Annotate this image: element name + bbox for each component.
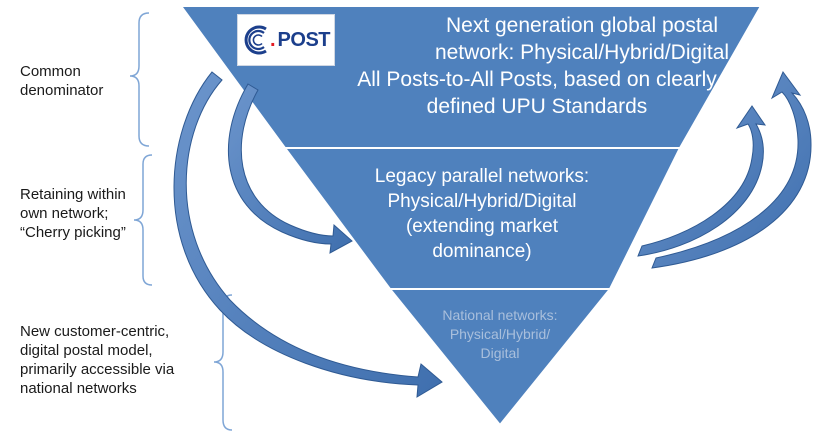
logo-dot: . [269, 28, 276, 51]
label-customer-centric: New customer-centric, digital postal mod… [20, 322, 174, 398]
arrow-left-inner [227, 83, 353, 254]
tier-top-text: Next generation global postal network: P… [272, 12, 802, 120]
label-common-denominator: Common denominator [20, 62, 103, 100]
label-line: New customer-centric, [20, 323, 170, 340]
logo-word: POST [277, 28, 331, 51]
logo-c-swirl-icon [244, 25, 267, 55]
label-line: primarily accessible via [20, 361, 175, 378]
arrow-right-outer [651, 70, 812, 269]
tier-top-line: Next generation global postal [445, 14, 718, 37]
label-line: own network; [20, 205, 109, 222]
label-line: digital postal model, [20, 342, 153, 359]
tier-middle-line: Physical/Hybrid/Digital [387, 191, 577, 212]
arrow-right-inner [637, 105, 767, 257]
post-logo: . POST [237, 14, 335, 66]
tier-bottom-text: National networks: Physical/Hybrid/ Digi… [410, 306, 590, 363]
bracket-retaining [133, 154, 153, 286]
label-retaining: Retaining within own network; “Cherry pi… [20, 185, 126, 242]
tier-top-line: network: Physical/Hybrid/Digital [434, 41, 730, 64]
tier-middle-line: dominance) [432, 241, 532, 262]
tier-top-line: defined UPU Standards [426, 95, 648, 118]
tier-middle-line: Legacy parallel networks: [374, 166, 590, 187]
label-line: denominator [20, 82, 104, 99]
tier-bottom-line: National networks: [442, 307, 558, 323]
label-line: Common [20, 63, 81, 80]
label-line: national networks [20, 380, 137, 397]
label-line: Retaining within [20, 186, 126, 203]
tier-middle-line: (extending market [405, 216, 559, 237]
bracket-common [129, 12, 150, 147]
tier-bottom-shape [387, 288, 613, 427]
label-line: “Cherry picking” [20, 224, 126, 241]
arrow-left-outer [173, 71, 443, 398]
tier-bottom-line: Physical/Hybrid/ [449, 326, 551, 342]
tier-bottom-line: Digital [480, 345, 520, 361]
tier-top-line: All Posts-to-All Posts, based on clearly [357, 68, 717, 91]
tier-middle-text: Legacy parallel networks: Physical/Hybri… [342, 164, 622, 264]
